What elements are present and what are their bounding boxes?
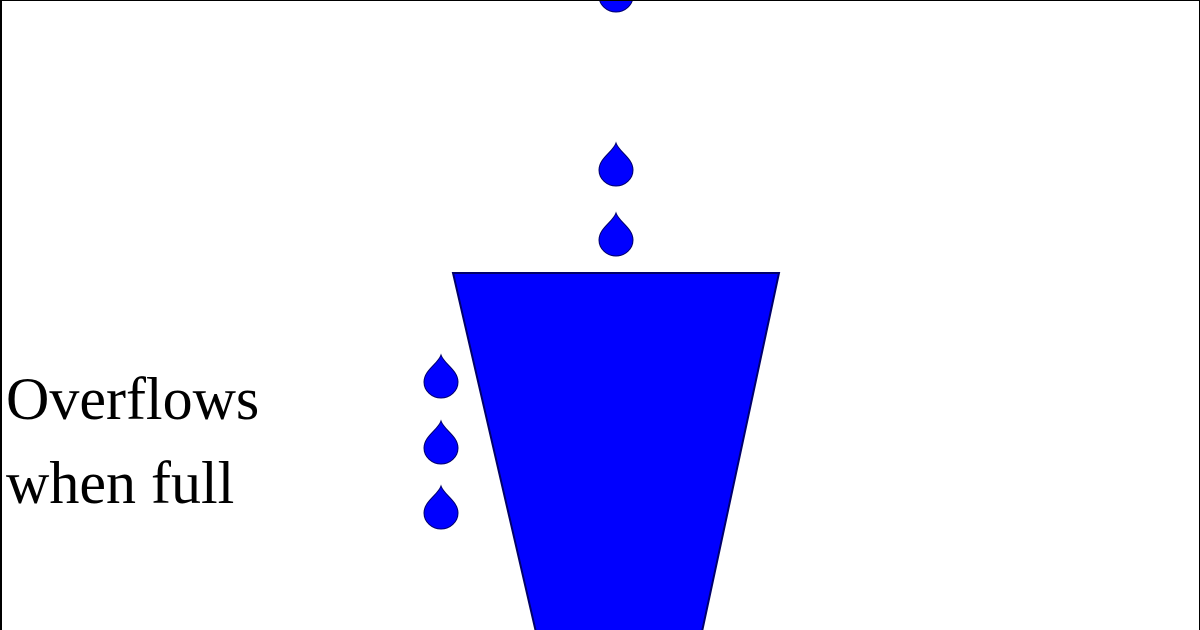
- leaky-bucket-icon: [451, 272, 781, 630]
- caption-line-2: when full: [6, 450, 235, 516]
- water-drop-icon: [598, 212, 634, 257]
- water-drop-icon: [423, 420, 459, 465]
- water-drop-icon: [423, 354, 459, 399]
- caption-line-1: Overflows: [6, 366, 260, 432]
- water-drop-icon: [598, 142, 634, 187]
- water-drop-icon: [423, 485, 459, 530]
- water-drop-icon: [598, 1, 634, 13]
- overflow-caption: Overflows when full: [6, 357, 259, 525]
